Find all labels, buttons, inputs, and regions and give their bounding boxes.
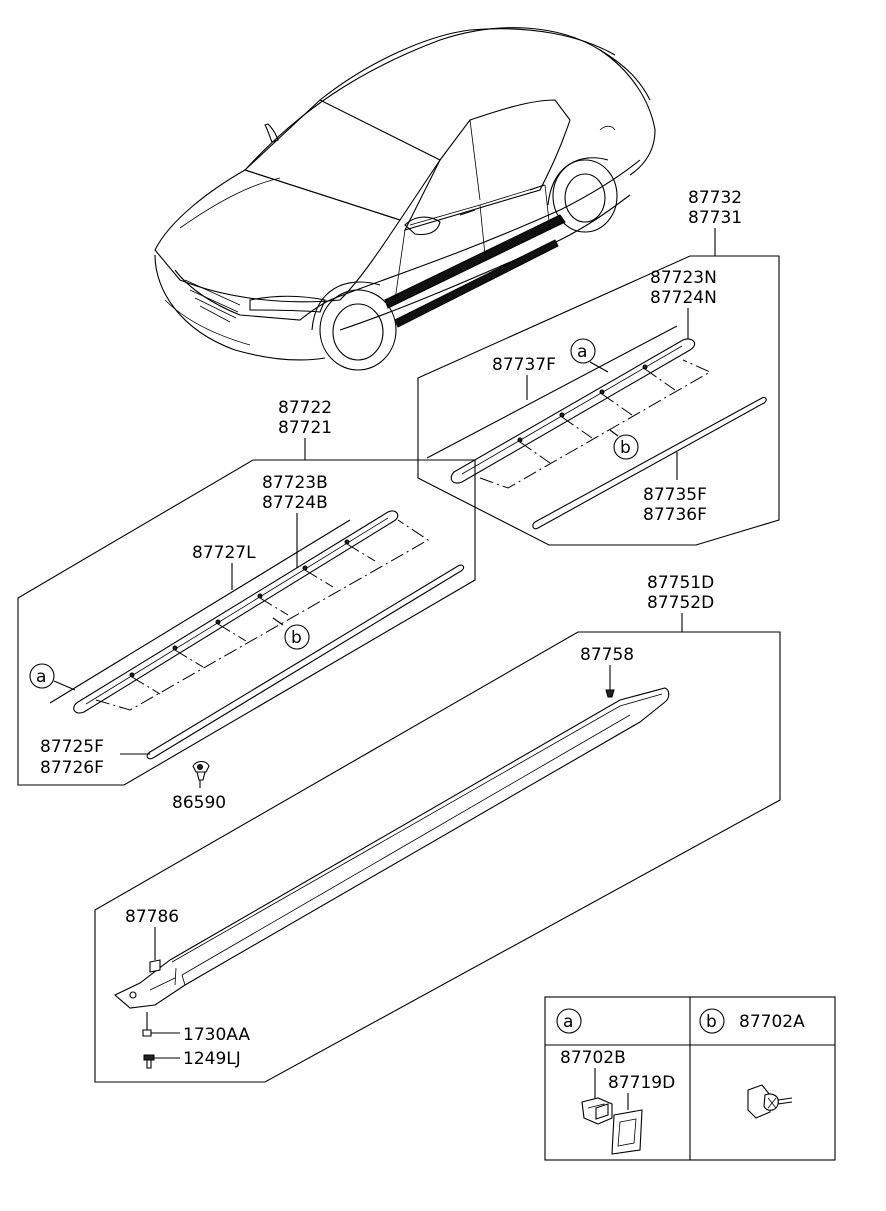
label-87732: 87732	[688, 188, 742, 208]
label-87726F: 87726F	[40, 758, 104, 778]
label-87722: 87722	[278, 398, 332, 418]
callout-a-rear	[570, 338, 596, 364]
car-illustration	[154, 27, 656, 371]
label-87723B: 87723B	[262, 473, 328, 493]
callout-b-rear-label: b	[620, 438, 631, 458]
callout-a-front	[29, 663, 55, 689]
callout-a-front-label: a	[36, 667, 46, 687]
legend-key-b-label: b	[706, 1012, 717, 1032]
label-87751D: 87751D	[647, 573, 714, 593]
label-87758: 87758	[580, 645, 634, 665]
label-1249LJ: 1249LJ	[183, 1049, 241, 1069]
label-87786: 87786	[125, 907, 179, 927]
label-87736F: 87736F	[643, 505, 707, 525]
callout-b-rear	[613, 434, 639, 460]
label-87735F: 87735F	[643, 485, 707, 505]
group-outline-rear	[417, 255, 780, 546]
label-87752D: 87752D	[647, 593, 714, 613]
group-outline-sill	[94, 631, 781, 1083]
legend-part-87702B: 87702B	[560, 1048, 626, 1068]
clip-87702A-drawing	[747, 1084, 793, 1119]
label-87724B: 87724B	[262, 493, 328, 513]
label-87731: 87731	[688, 208, 742, 228]
callout-b-front	[284, 624, 310, 650]
side-sill-group: 87751D 87752D 87758 87786 1730AA 1249LJ	[94, 573, 781, 1083]
front-door-molding-group: 87722 87721 87723B 87724B 87727L a	[17, 398, 476, 786]
label-87721: 87721	[278, 418, 332, 438]
label-87725F: 87725F	[40, 737, 104, 757]
callout-a-rear-label: a	[577, 342, 587, 362]
callout-b-front-label: b	[291, 628, 302, 648]
legend-key-b	[699, 1008, 725, 1034]
legend-key-a	[556, 1008, 582, 1034]
clip-87702B-drawing	[581, 1097, 613, 1125]
legend-key-a-label: a	[563, 1012, 573, 1032]
label-87737F: 87737F	[492, 355, 556, 375]
label-86590: 86590	[172, 793, 226, 813]
label-87724N: 87724N	[650, 288, 717, 308]
legend-part-87719D: 87719D	[608, 1073, 675, 1093]
rear-door-molding-group: 87732 87731 87723N 87724N 87737F a b	[417, 188, 780, 546]
clip-legend-table: a b 87702A 87702B 87719D	[544, 996, 836, 1161]
legend-part-87702A: 87702A	[739, 1012, 805, 1032]
pad-87719D-drawing	[611, 1109, 643, 1155]
label-87723N: 87723N	[650, 268, 717, 288]
label-87727L: 87727L	[192, 543, 256, 563]
fastener-86590: 86590	[172, 760, 226, 813]
group-outline-front	[17, 459, 476, 786]
label-1730AA: 1730AA	[183, 1025, 250, 1045]
